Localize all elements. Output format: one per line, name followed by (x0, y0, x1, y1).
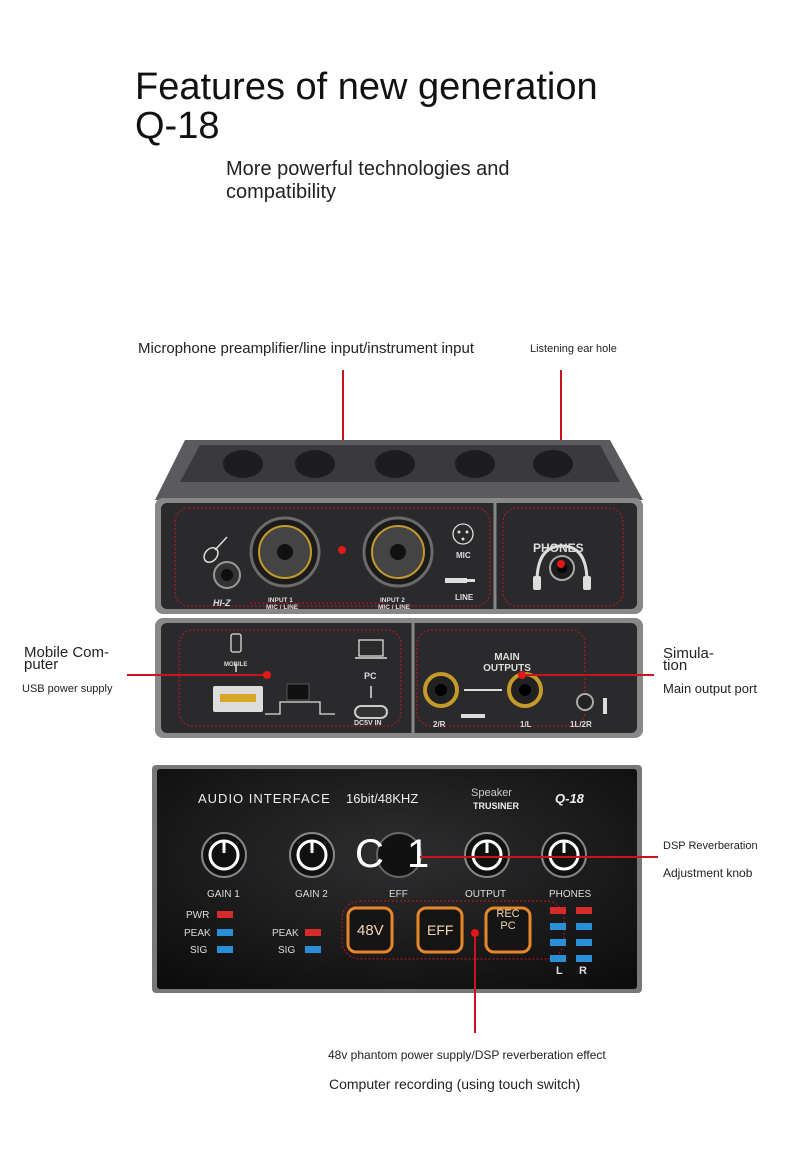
main-output-line (522, 674, 654, 676)
device-top-panel (152, 765, 642, 993)
dc5v-label: DC5V IN (354, 720, 382, 727)
model-label: Q-18 (555, 791, 584, 806)
mobile-line (127, 674, 267, 676)
l-label: L (556, 965, 563, 977)
logo-mark: C 1 (355, 832, 436, 876)
subtitle: More powerful technologies and compatibi… (226, 158, 510, 203)
eff-button[interactable]: EFF (427, 922, 454, 938)
adjust-knob-callout: Adjustment knob (663, 866, 753, 880)
guitar-icon (203, 536, 228, 563)
peak2-label: PEAK (272, 928, 299, 939)
ear-hole-dot (557, 560, 565, 568)
sig1-label: SIG (190, 945, 208, 956)
mobile-computer-line1: Mobile Com- (24, 644, 110, 661)
mobile-computer-line2: puter (24, 656, 59, 673)
device-front-face (155, 440, 643, 614)
simulation-line1: Simula- (663, 645, 714, 662)
pwr-label: PWR (186, 910, 210, 921)
dsp-callout: DSP Reverberation (663, 840, 758, 852)
phantom-dot (471, 929, 479, 937)
mobile-label: MOBILE (224, 662, 248, 668)
usb-power-callout: USB power supply (22, 683, 113, 695)
device-rear-face (155, 618, 643, 738)
sig2-label: SIG (278, 945, 296, 956)
simulation-line2: tion (663, 657, 688, 674)
rec-pc-button[interactable]: REC PC (486, 908, 530, 932)
phantom-line (474, 933, 476, 1033)
r-label: R (579, 965, 587, 977)
mobile-computer-callout: Mobile Com- puter (24, 644, 110, 673)
input1-label: INPUT 1 (268, 597, 293, 604)
out-1l-label: 1/L (520, 720, 532, 729)
page-title: Features of new generation Q-18 (135, 68, 598, 146)
phones-knob-label: PHONES (549, 889, 592, 900)
mic-line-label-1: MIC / LINE (266, 604, 299, 611)
mic-label: MIC (456, 551, 471, 560)
main-output-callout: Main output port (663, 681, 757, 696)
hiz-label: HI-Z (213, 598, 231, 608)
line-label: LINE (455, 593, 474, 602)
main-output-dot (518, 671, 526, 679)
phone-icon (230, 633, 242, 653)
computer-recording-callout: Computer recording (using touch switch) (329, 1076, 581, 1092)
mobile-dot (263, 671, 271, 679)
simulation-callout: Simula- tion (663, 645, 714, 674)
dsp-line (420, 856, 658, 858)
gain2-label: GAIN 2 (295, 889, 328, 900)
spec-label: 16bit/48KHZ (346, 791, 419, 806)
title-line-1: Features of new generation (135, 66, 598, 108)
peak1-label: PEAK (184, 928, 211, 939)
audio-interface-label: AUDIO INTERFACE (198, 791, 331, 806)
brand-small-label: Speaker (471, 787, 512, 799)
input2-label: INPUT 2 (380, 597, 405, 604)
rec-label: REC (496, 908, 520, 920)
pc-sub-label: PC (500, 920, 516, 932)
phantom-callout: 48v phantom power supply/DSP reverberati… (328, 1048, 606, 1062)
mic-preamp-dot (338, 546, 346, 554)
title-line-2: Q-18 (135, 105, 220, 147)
gain1-label: GAIN 1 (207, 889, 240, 900)
main-outputs-line1: MAIN (494, 652, 520, 663)
main-outputs-line2: OUTPUTS (483, 663, 531, 674)
phones-label: PHONES (533, 541, 584, 555)
out-2r-label: 2/R (433, 720, 446, 729)
mic-preamp-callout: Microphone preamplifier/line input/instr… (138, 340, 475, 357)
mic-line-label-2: MIC / LINE (378, 604, 411, 611)
out-1l2r-label: 1L/2R (570, 720, 592, 729)
output-label: OUTPUT (465, 889, 507, 900)
pc-label: PC (364, 671, 377, 681)
ear-hole-callout: Listening ear hole (530, 343, 617, 355)
eff-knob-label: EFF (389, 889, 408, 900)
laptop-icon (358, 639, 384, 657)
brand-label: TRUSINER (473, 801, 520, 811)
48v-button[interactable]: 48V (357, 922, 384, 939)
